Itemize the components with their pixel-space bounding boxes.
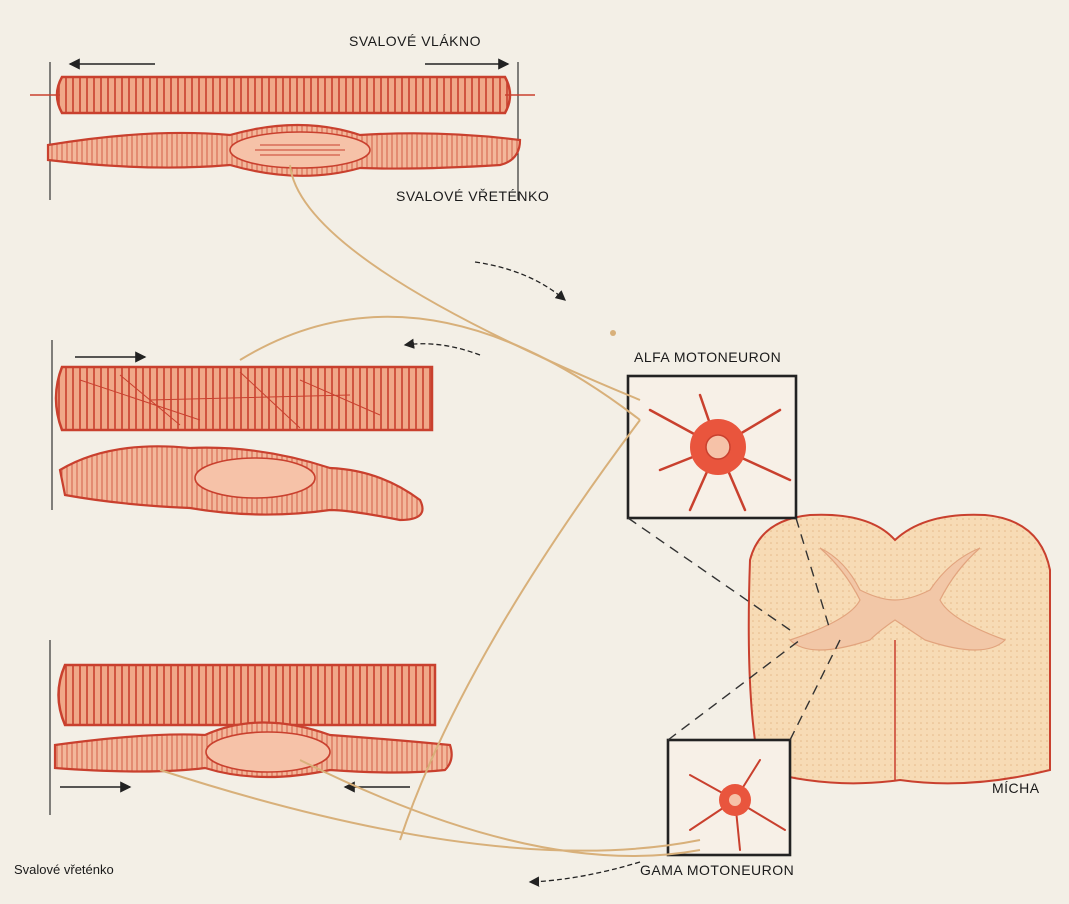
gamma-efferent: [160, 770, 700, 851]
alpha-motoneuron-box: [628, 376, 796, 518]
top-muscle-group: [30, 62, 535, 200]
arrow-afferent-signal: [475, 262, 565, 300]
label-alpha-motoneuron: ALFA MOTONEURON: [634, 349, 781, 365]
bottom-muscle-fiber: [59, 665, 436, 725]
figure-caption: Svalové vřeténko: [14, 862, 114, 877]
arrow-alpha-signal: [405, 344, 480, 355]
label-muscle-fiber: SVALOVÉ VLÁKNO: [349, 33, 481, 49]
gamma-motoneuron-box: [668, 740, 790, 855]
spinal-cord: [749, 515, 1050, 784]
middle-muscle-group: [52, 340, 432, 520]
bottom-muscle-group: [50, 640, 452, 815]
middle-muscle-fiber: [56, 367, 432, 430]
label-gamma-motoneuron: GAMA MOTONEURON: [640, 862, 794, 878]
top-muscle-fiber: [57, 77, 510, 113]
label-muscle-spindle: SVALOVÉ VŘETÉNKO: [396, 188, 549, 204]
label-spinal-cord: MÍCHA: [992, 780, 1040, 796]
arrow-gamma-signal: [530, 862, 640, 882]
